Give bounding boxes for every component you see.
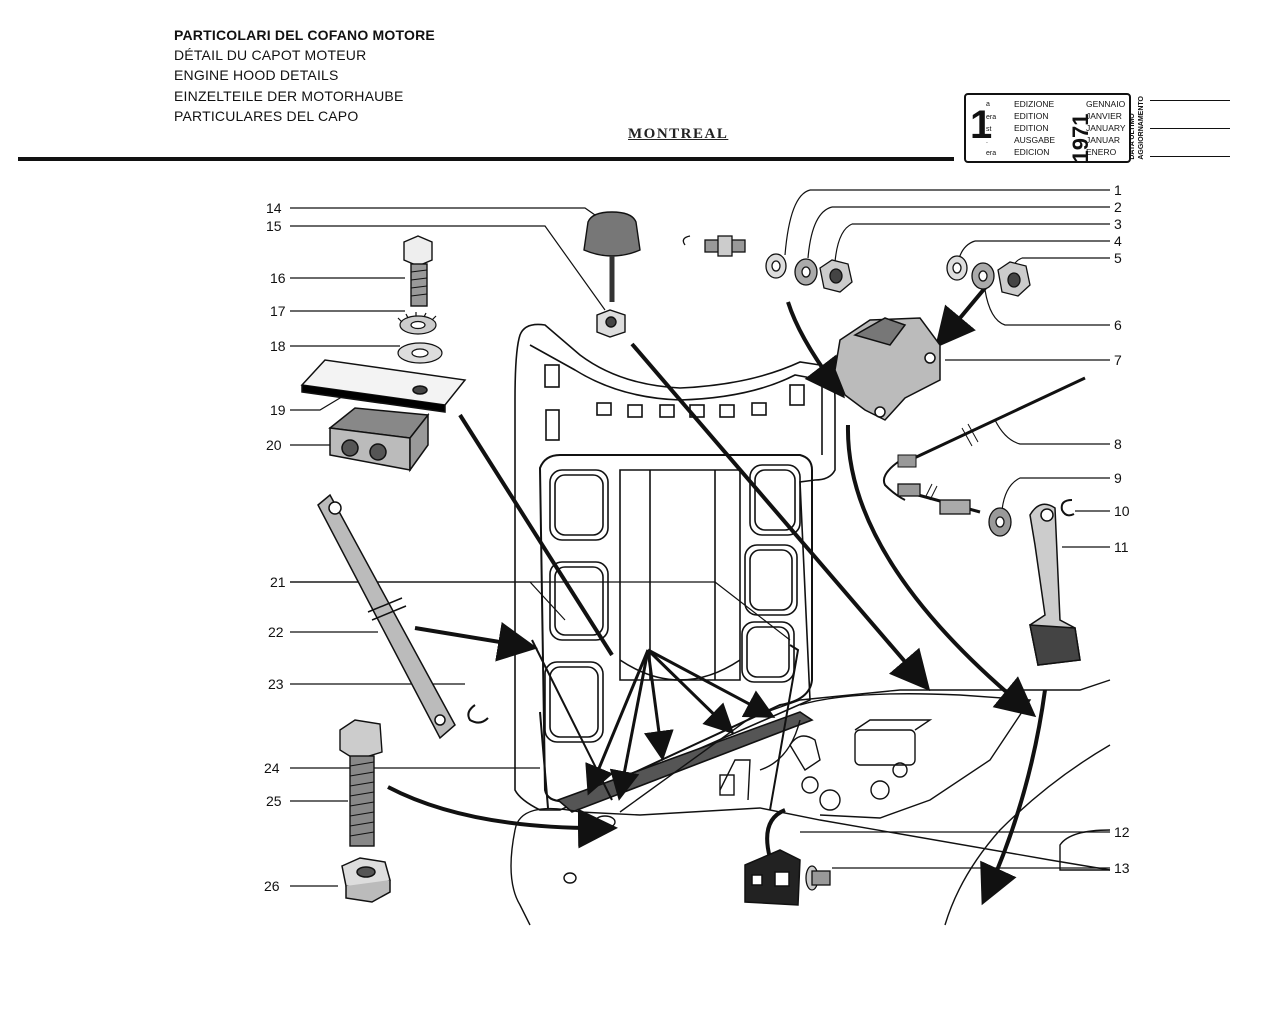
hex-bolt [403, 235, 433, 307]
part-number-17: 17 [270, 303, 286, 319]
retaining-clip [467, 704, 489, 724]
title-french: DÉTAIL DU CAPOT MOTEUR [174, 47, 367, 64]
bumper-nut [596, 309, 626, 338]
part-number-1: 1 [1114, 182, 1122, 198]
part-number-22: 22 [268, 624, 284, 640]
hood-bracket [300, 359, 467, 413]
rubber-bumper [583, 211, 641, 302]
edition-box: 1 a era st . era EDIZIONE EDITION EDITIO… [964, 93, 1131, 163]
edition-suffix: era [986, 114, 997, 121]
part-number-19: 19 [270, 402, 286, 418]
edition-month: JANUARY [1086, 123, 1126, 133]
part-number-15: 15 [266, 218, 282, 234]
hex-nut [341, 857, 391, 903]
cable-clip [1060, 499, 1075, 517]
release-cable [882, 376, 1086, 501]
part-number-24: 24 [264, 760, 280, 776]
part-number-10: 10 [1114, 503, 1130, 519]
edition-word: EDITION [1014, 111, 1049, 121]
part-number-4: 4 [1114, 233, 1122, 249]
part-number-11: 11 [1114, 539, 1129, 555]
hood-latch [834, 317, 941, 421]
engine-hood [514, 323, 836, 813]
fan-arrows [585, 648, 776, 801]
part-number-23: 23 [268, 676, 284, 692]
edition-word: EDIZIONE [1014, 99, 1055, 109]
update-line [1150, 156, 1230, 157]
catch-plate [744, 849, 801, 906]
part-number-16: 16 [270, 270, 286, 286]
part-number-2: 2 [1114, 199, 1122, 215]
update-line [1150, 128, 1230, 129]
cable-end [897, 483, 1012, 537]
part-number-14: 14 [266, 200, 282, 216]
lock-washer [397, 312, 437, 335]
assembly-arrows [387, 280, 1047, 906]
title-italian: PARTICOLARI DEL COFANO MOTORE [174, 27, 435, 43]
edition-month: JANUAR [1086, 135, 1121, 145]
edition-word: AUSGABE [1014, 135, 1056, 145]
edition-number: 1 [970, 103, 993, 147]
edition-suffix: a [986, 101, 990, 108]
part-number-25: 25 [266, 793, 282, 809]
title-block: PARTICOLARI DEL COFANO MOTORE DÉTAIL DU … [174, 25, 435, 126]
part-number-21: 21 [270, 574, 286, 590]
part-number-26: 26 [264, 878, 280, 894]
catch-screw [805, 865, 831, 891]
part-number-13: 13 [1114, 860, 1130, 876]
rubber-block [328, 407, 430, 473]
edition-month: ENERO [1086, 147, 1117, 157]
hinge-pin [682, 235, 1031, 297]
edition-word: EDITION [1014, 123, 1049, 133]
edition-month: GENNAIO [1086, 99, 1126, 109]
part-number-6: 6 [1114, 317, 1122, 333]
edition-suffix: era [986, 150, 997, 157]
update-line [1150, 100, 1230, 101]
part-number-5: 5 [1114, 250, 1122, 266]
part-number-20: 20 [266, 437, 282, 453]
header-rule [18, 157, 954, 161]
edition-month: JANVIER [1086, 111, 1122, 121]
part-number-12: 12 [1114, 824, 1130, 840]
title-english: ENGINE HOOD DETAILS [174, 67, 339, 84]
stay-bar [317, 493, 456, 740]
model-name: MONTREAL [628, 126, 729, 142]
part-number-18: 18 [270, 338, 286, 354]
edition-suffix: . [986, 138, 988, 145]
part-number-8: 8 [1114, 436, 1122, 452]
edition-word: EDICION [1014, 147, 1050, 157]
title-spanish: PARTICULARES DEL CAPO [174, 107, 359, 124]
edition-suffix: st [986, 126, 992, 133]
part-number-3: 3 [1114, 216, 1122, 232]
title-german: EINZELTEILE DER MOTORHAUBE [174, 87, 404, 104]
flat-washer [397, 342, 443, 364]
part-number-9: 9 [1114, 470, 1122, 486]
part-number-7: 7 [1114, 352, 1122, 368]
adjuster-stud [339, 719, 383, 847]
release-handle [1029, 503, 1081, 666]
